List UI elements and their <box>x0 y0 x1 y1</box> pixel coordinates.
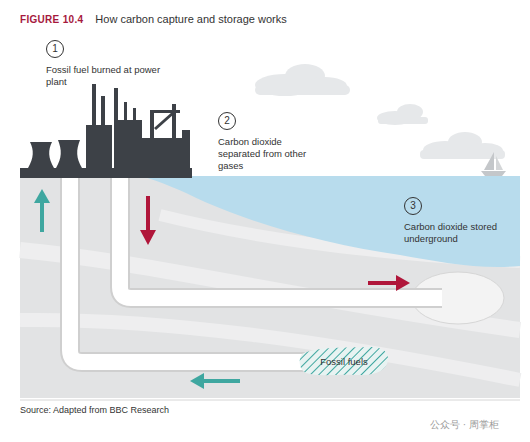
callout-text: Fossil fuel burned at power plant <box>46 64 166 88</box>
flow-arrow-down <box>140 196 156 245</box>
cloud <box>377 104 428 125</box>
figure-title: How carbon capture and storage works <box>95 13 286 25</box>
pipe-outline <box>120 176 442 298</box>
callout: 3Carbon dioxide stored underground <box>404 197 516 245</box>
sea <box>140 176 520 267</box>
callout-number: 2 <box>218 112 236 130</box>
deposit-label: Fossil fuels <box>298 344 390 378</box>
callout-number: 1 <box>46 40 64 58</box>
rule-line <box>20 400 520 401</box>
flow-arrow-right <box>368 275 410 291</box>
callout: 1Fossil fuel burned at power plant <box>46 40 166 88</box>
pipe-outline <box>70 176 305 362</box>
watermark: 公众号 · 周掌柜 <box>430 418 499 432</box>
ground <box>20 176 520 398</box>
flow-arrow-left <box>190 373 240 389</box>
title-bar: FIGURE 10.4 How carbon capture and storag… <box>20 9 287 27</box>
cloud <box>420 132 505 159</box>
callout-text: Carbon dioxide separated from other gase… <box>218 136 318 172</box>
callout: 2Carbon dioxide separated from other gas… <box>218 112 318 172</box>
flow-arrow-up <box>34 189 50 232</box>
fossil-fuel-deposit: Fossil fuels <box>298 344 390 378</box>
callout-text: Carbon dioxide stored underground <box>404 221 516 245</box>
callout-number: 3 <box>404 197 422 215</box>
power-plant <box>20 84 192 178</box>
figure-number: FIGURE 10.4 <box>20 14 83 25</box>
cloud <box>255 64 350 96</box>
extraction-pipe <box>70 176 305 362</box>
sailboat <box>481 152 506 176</box>
source-caption: Source: Adapted from BBC Research <box>20 405 169 415</box>
injection-pipe <box>120 176 442 298</box>
